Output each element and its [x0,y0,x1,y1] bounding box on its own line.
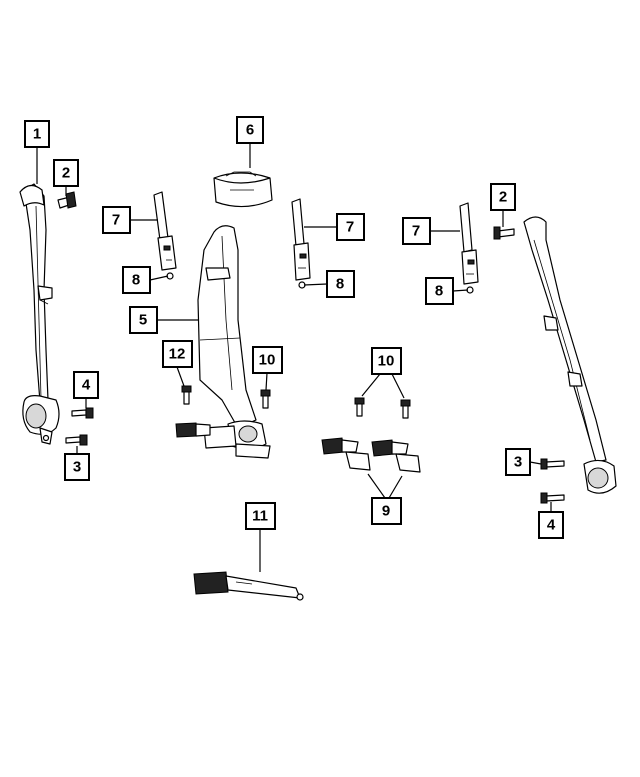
callout-4-left: 4 [73,371,99,399]
svg-text:9: 9 [382,503,390,520]
callout-8-right: 8 [425,277,454,305]
callout-6: 6 [236,116,264,144]
center-strap-with-bracket [291,198,311,289]
callout-11: 11 [245,502,276,530]
center-bolt-12 [181,385,192,405]
svg-text:10: 10 [378,353,395,370]
center-bolt-10 [260,389,271,409]
callout-12: 12 [162,340,193,368]
callout-2-left: 2 [53,159,79,187]
svg-text:10: 10 [259,352,276,369]
callout-10-buckles: 10 [371,347,402,375]
buckle-bolts-10 [354,397,411,419]
center-retractor-cover [213,171,273,208]
svg-text:11: 11 [252,508,268,525]
svg-text:8: 8 [132,272,140,289]
right-retractor-bolt-3 [540,458,565,470]
svg-text:3: 3 [514,454,522,471]
leader-lines [36,143,552,572]
svg-text:1: 1 [33,126,41,143]
svg-text:12: 12 [169,346,186,363]
buckle-strap-11 [193,571,304,601]
svg-text:4: 4 [547,517,556,534]
left-anchor-bolt [57,191,77,209]
buckle-pair-9 [321,437,421,473]
svg-text:4: 4 [82,377,91,394]
callout-7-left: 7 [102,206,131,234]
left-retractor-bolt-lower [65,434,88,446]
left-retractor-bolt-upper [71,407,94,419]
callout-5: 5 [129,306,158,334]
callout-8-left: 8 [122,266,151,294]
svg-text:5: 5 [139,312,147,329]
callout-9: 9 [371,497,402,525]
callout-2-right: 2 [490,183,516,211]
center-belt-assembly [175,225,271,459]
callout-4-right: 4 [538,511,564,539]
callout-3-right: 3 [505,448,531,476]
callout-3-left: 3 [64,453,90,481]
svg-text:2: 2 [62,165,70,182]
svg-text:7: 7 [112,212,120,229]
svg-text:8: 8 [336,276,344,293]
right-strap-with-bracket [459,202,479,294]
callout-7-center: 7 [336,213,365,241]
callout-8-center: 8 [326,270,355,298]
right-anchor-bolt [493,226,515,240]
left-strap-with-bracket [153,191,177,280]
svg-text:7: 7 [412,223,420,240]
svg-text:8: 8 [435,283,443,300]
svg-text:6: 6 [246,122,254,139]
svg-text:3: 3 [73,459,81,476]
callout-10-center: 10 [252,346,283,374]
right-retractor-bolt-4 [540,492,565,504]
svg-text:2: 2 [499,189,507,206]
callout-7-right: 7 [402,217,431,245]
callout-1: 1 [24,120,50,148]
right-retractor-assembly [523,216,617,494]
svg-text:7: 7 [346,219,354,236]
left-retractor-assembly [19,183,60,445]
